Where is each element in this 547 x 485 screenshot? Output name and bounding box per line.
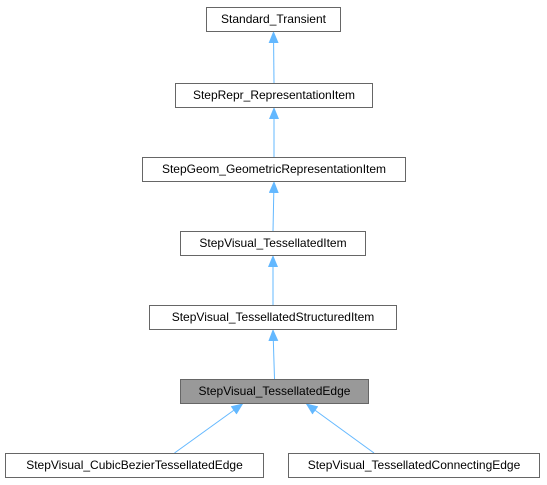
- node-stepVisual-cubic-bezier-tessellated-edge[interactable]: StepVisual_CubicBezierTessellatedEdge: [5, 453, 264, 478]
- node-stepVisual-tessellated-structured-item[interactable]: StepVisual_TessellatedStructuredItem: [149, 305, 397, 330]
- node-stepVisual-tessellated-edge: StepVisual_TessellatedEdge: [180, 379, 369, 404]
- node-stepGeom-geometric-representation-item[interactable]: StepGeom_GeometricRepresentationItem: [142, 157, 406, 182]
- node-stepVisual-tessellated-item[interactable]: StepVisual_TessellatedItem: [180, 231, 366, 256]
- node-stepVisual-tessellated-connecting-edge[interactable]: StepVisual_TessellatedConnectingEdge: [288, 453, 540, 478]
- edge-stepVisual-tessellated-item-to-stepGeom-geometric-representation-item: [268, 181, 279, 232]
- edge-stepRepr-representation-item-to-standard-transient: [268, 31, 279, 84]
- node-standard-transient[interactable]: Standard_Transient: [206, 7, 341, 32]
- node-stepRepr-representation-item[interactable]: StepRepr_RepresentationItem: [175, 83, 373, 108]
- edge-stepVisual-tessellated-connecting-edge-to-stepVisual-tessellated-edge: [305, 403, 375, 454]
- edge-stepVisual-tessellated-edge-to-stepVisual-tessellated-structured-item: [268, 329, 279, 380]
- edge-stepVisual-cubic-bezier-tessellated-edge-to-stepVisual-tessellated-edge: [174, 403, 244, 454]
